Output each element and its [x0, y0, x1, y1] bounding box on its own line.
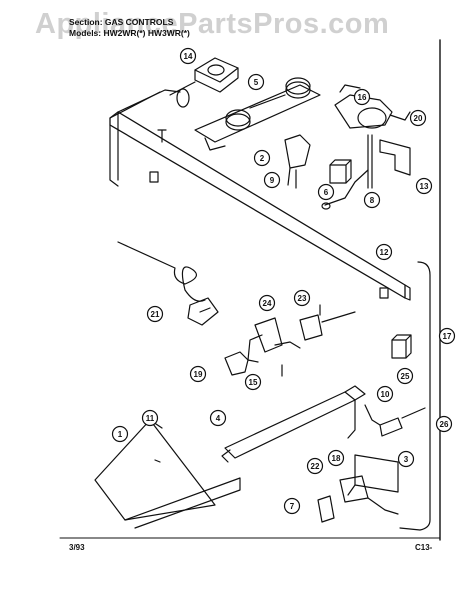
callout-circle-26: [435, 415, 453, 433]
callout-number-15: 15: [249, 378, 258, 387]
burner-tube: [221, 385, 366, 463]
sensing-bulb-capillary: [117, 241, 206, 302]
callout-number-9: 9: [270, 176, 275, 185]
callout-number-6: 6: [324, 188, 329, 197]
callout-number-2: 2: [260, 154, 265, 163]
callout-number-20: 20: [414, 114, 423, 123]
callout-circle-9: [263, 171, 281, 189]
callout-number-21: 21: [151, 310, 160, 319]
oven-thermostat: [187, 297, 219, 326]
callout-circle-22: [306, 457, 324, 475]
section-title: Section: GAS CONTROLS: [69, 17, 174, 27]
callout-circle-4: [209, 409, 227, 427]
callout-circle-15: [244, 373, 262, 391]
callout-number-25: 25: [401, 372, 410, 381]
callout-circle-3: [397, 450, 415, 468]
callout-number-18: 18: [332, 454, 341, 463]
callout-circle-24: [258, 294, 276, 312]
thermostat-assembly: [334, 84, 411, 129]
callout-number-16: 16: [358, 93, 367, 102]
manifold-pipe: [109, 89, 411, 301]
footer-date: 3/93: [69, 543, 85, 552]
callout-circle-20: [409, 109, 427, 127]
callout-labels: 14 5 16 20 2 9 6 8 13 12 21 24 23 17 19 15 25 10 26 11 4 1 18 3…: [111, 47, 456, 515]
callout-circle-2: [253, 149, 271, 167]
callout-number-11: 11: [146, 414, 155, 423]
callout-circle-5: [247, 73, 265, 91]
callout-number-5: 5: [254, 78, 259, 87]
callout-circle-14: [179, 47, 197, 65]
pressure-regulator: [169, 57, 239, 108]
fitting: [224, 351, 249, 376]
supply-tube: [399, 261, 431, 531]
callout-circle-21: [146, 305, 164, 323]
callout-circle-19: [189, 365, 207, 383]
callout-circle-23: [293, 289, 311, 307]
gas-tube: [321, 169, 369, 210]
orifice-hood: [339, 475, 399, 515]
callout-circle-7: [283, 497, 301, 515]
callout-number-24: 24: [263, 299, 272, 308]
electrode-bracket: [347, 454, 399, 496]
callout-number-7: 7: [290, 502, 295, 511]
mounting-screw: [157, 129, 167, 143]
callout-number-10: 10: [381, 390, 390, 399]
pilot-assembly: [299, 304, 356, 341]
callout-circle-18: [327, 449, 345, 467]
mounting-bracket: [367, 134, 411, 189]
igniter-electrode: [364, 404, 426, 437]
callout-circle-10: [376, 385, 394, 403]
callout-circle-17: [438, 327, 456, 345]
callout-number-3: 3: [404, 455, 409, 464]
callout-number-19: 19: [194, 370, 203, 379]
callout-number-22: 22: [311, 462, 320, 471]
igniter-switch: [329, 159, 352, 184]
callout-circle-12: [375, 243, 393, 261]
callout-number-26: 26: [440, 420, 449, 429]
callout-number-4: 4: [216, 414, 221, 423]
safety-valve: [247, 317, 301, 377]
callout-number-14: 14: [184, 52, 193, 61]
callout-number-8: 8: [370, 196, 375, 205]
callout-circle-25: [396, 367, 414, 385]
callout-circle-13: [415, 177, 433, 195]
mounting-clip: [317, 495, 335, 523]
callout-number-17: 17: [443, 332, 452, 341]
callout-number-23: 23: [298, 294, 307, 303]
footer-page-code: C13-: [415, 543, 433, 552]
callout-circle-11: [141, 409, 159, 427]
callout-circle-1: [111, 425, 129, 443]
callout-number-1: 1: [118, 430, 123, 439]
callout-circle-6: [317, 183, 335, 201]
watermark-text: AppliancePartsPros.com: [35, 8, 390, 40]
callout-circle-8: [363, 191, 381, 209]
callout-number-12: 12: [380, 248, 389, 257]
callout-circle-16: [353, 88, 371, 106]
callout-number-13: 13: [420, 182, 429, 191]
burner-valve-assembly: [194, 77, 321, 151]
valve-bracket: [284, 134, 311, 189]
igniter: [391, 334, 412, 359]
models-line: Models: HW2WR(*) HW3WR(*): [69, 28, 190, 38]
